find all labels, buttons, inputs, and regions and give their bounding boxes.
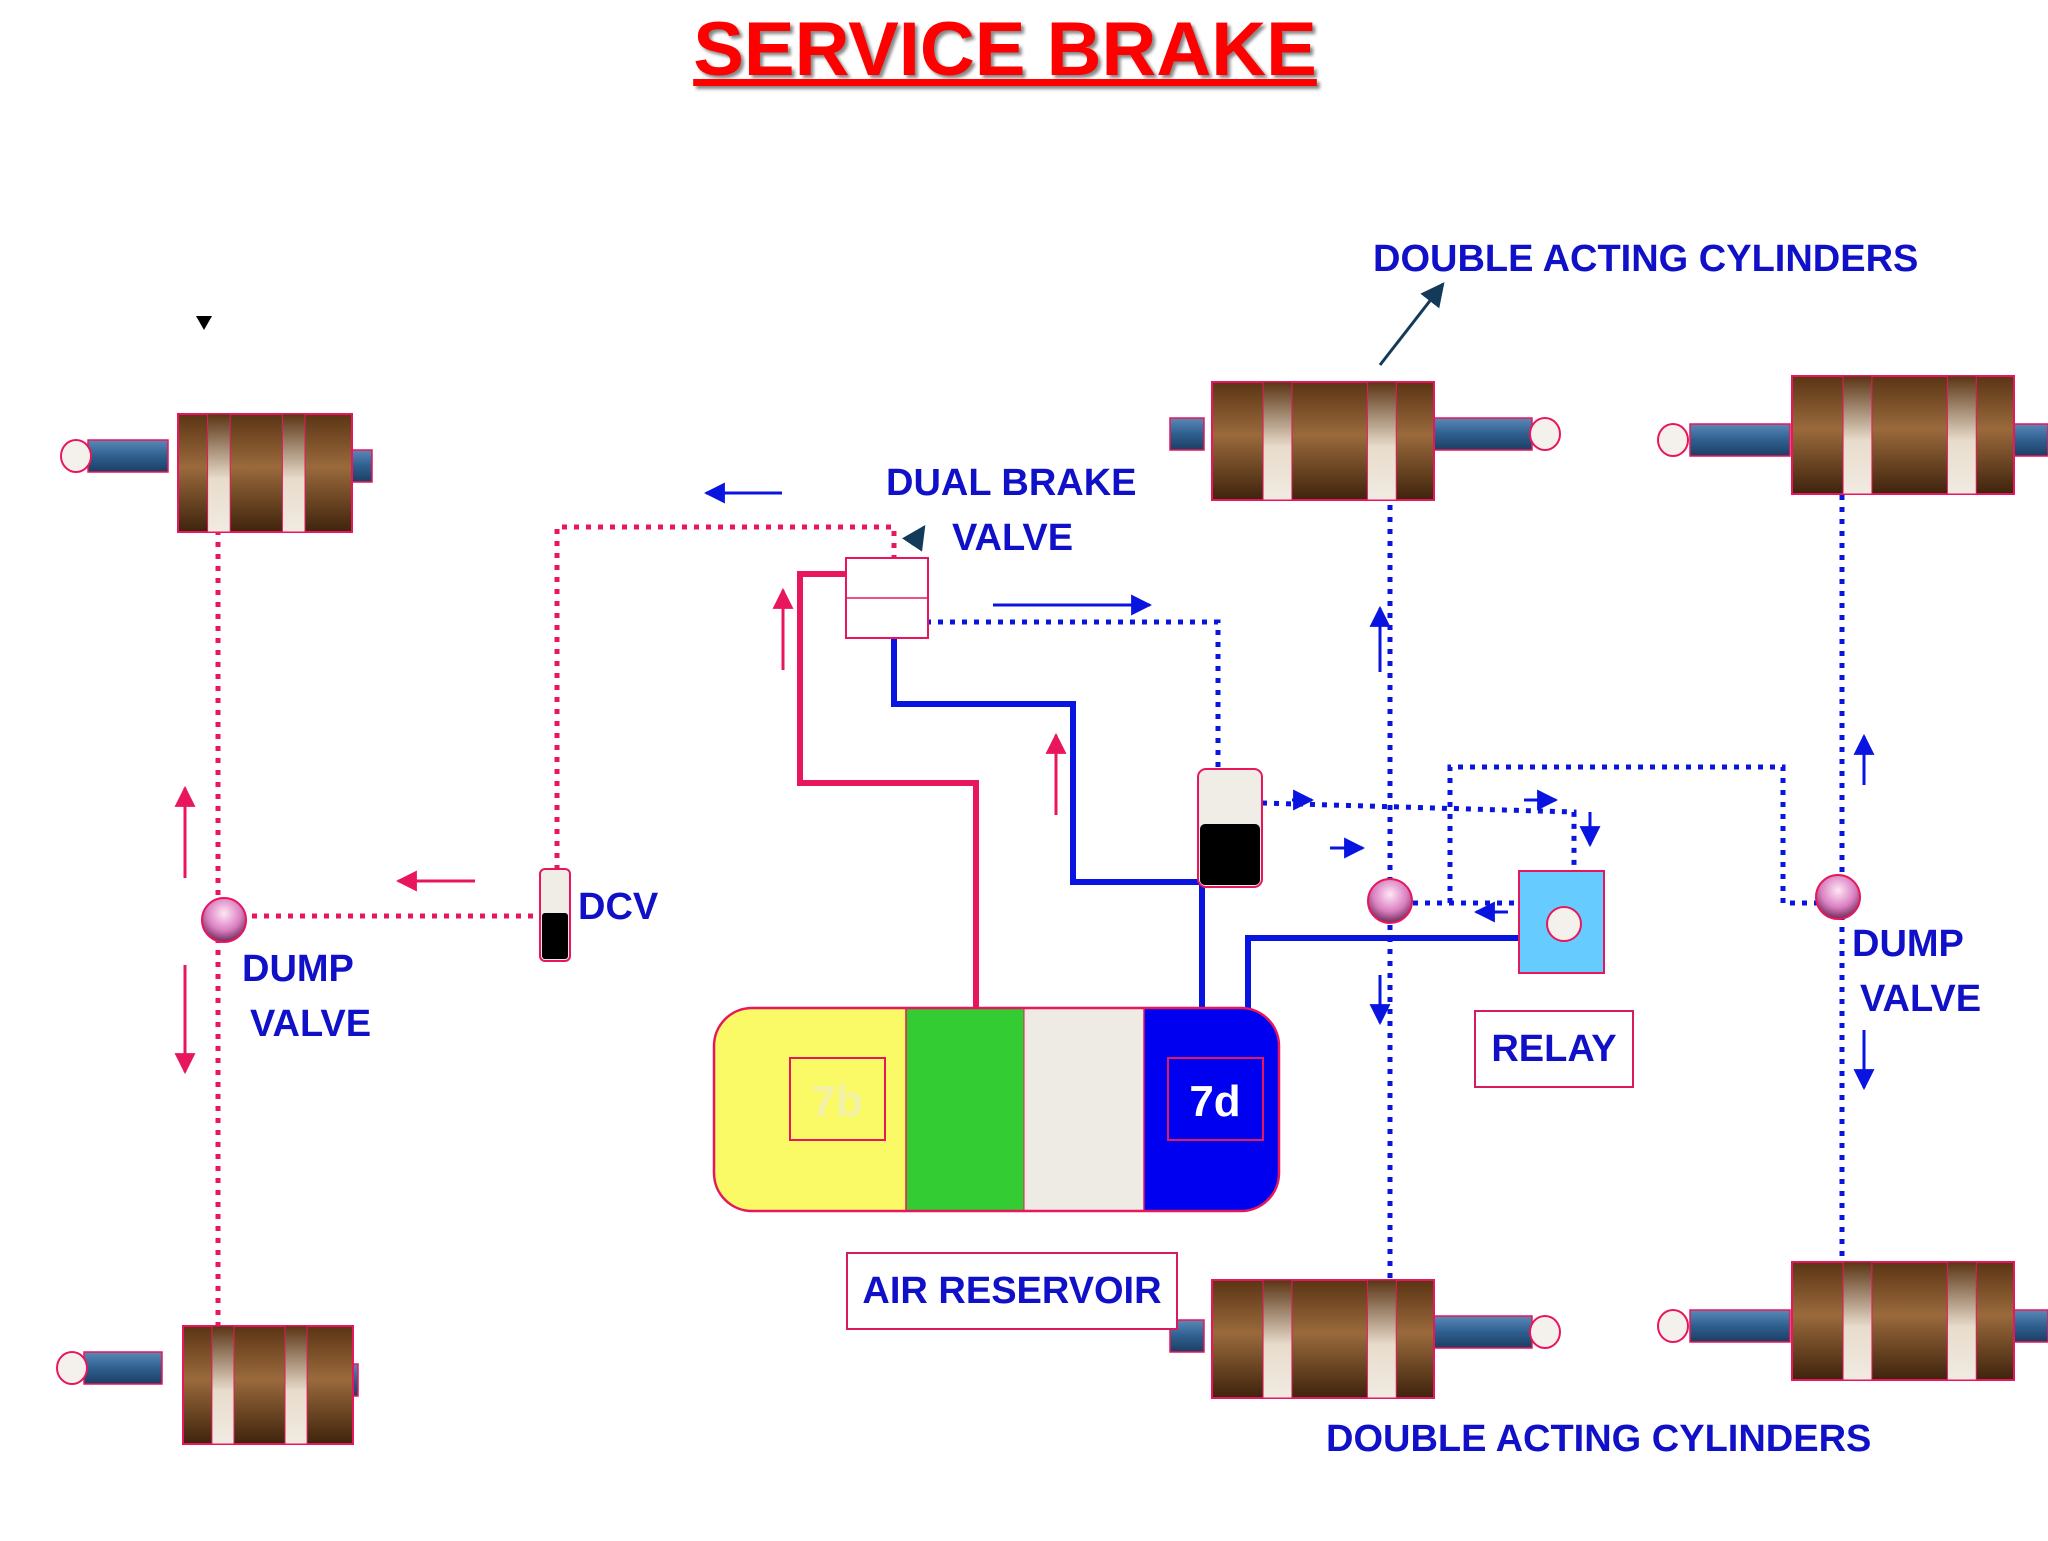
double-acting-cylinder-top-left bbox=[1169, 381, 1561, 501]
dump-valve-right bbox=[1815, 874, 1861, 920]
relay-valve bbox=[1518, 870, 1605, 974]
rod-stub bbox=[1169, 417, 1205, 451]
rod-stub bbox=[2013, 423, 2048, 457]
page-title: SERVICE BRAKE bbox=[693, 7, 1317, 92]
dump-valve-left-label-line1: DUMP bbox=[242, 948, 354, 990]
rear-left-brake-cylinder bbox=[56, 1325, 359, 1445]
cylinder-band bbox=[281, 413, 306, 533]
dcv-valve-rear bbox=[1197, 768, 1263, 888]
cylinder-body bbox=[1791, 1261, 2015, 1381]
double-acting-cylinder-bottom-right bbox=[1657, 1261, 2048, 1381]
double-acting-cylinders-bottom-label: DOUBLE ACTING CYLINDERS bbox=[1326, 1418, 1872, 1460]
double-acting-cylinder-top-right bbox=[1657, 375, 2048, 495]
cylinder-band bbox=[207, 413, 231, 533]
piston-rod bbox=[1689, 423, 1791, 457]
cylinder-band bbox=[1946, 1261, 1977, 1381]
tank-7b-label: 7b bbox=[811, 1077, 862, 1126]
cylinder-band bbox=[284, 1325, 308, 1445]
air-reservoir-tank: 7b 7d bbox=[712, 1006, 1281, 1213]
dump-valve-center bbox=[1367, 878, 1413, 924]
dump-valve-left-label-line2: VALVE bbox=[250, 1003, 372, 1045]
relay-label: RELAY bbox=[1474, 1010, 1634, 1088]
piston-rod bbox=[1431, 417, 1533, 451]
dump-valve-left bbox=[201, 897, 247, 943]
cylinder-body bbox=[1211, 381, 1435, 501]
dual-brake-valve bbox=[845, 557, 929, 639]
cylinder-band bbox=[1262, 1279, 1293, 1399]
air-reservoir-label: AIR RESERVOIR bbox=[846, 1252, 1178, 1330]
piston-rod bbox=[1431, 1315, 1533, 1349]
cylinder-band bbox=[1842, 375, 1873, 495]
rod-end-eye bbox=[1529, 417, 1561, 451]
cylinder-band bbox=[1262, 381, 1293, 501]
cylinder-body bbox=[1791, 375, 2015, 495]
rod-stub bbox=[2013, 1309, 2048, 1343]
cylinder-body bbox=[177, 413, 353, 533]
piston-rod bbox=[87, 439, 169, 473]
cylinder-band bbox=[1946, 375, 1977, 495]
cylinder-band bbox=[1366, 1279, 1397, 1399]
dcv-label: DCV bbox=[578, 886, 659, 928]
dump-valve-right-label-line2: VALVE bbox=[1860, 978, 1982, 1020]
rod-end-eye bbox=[1657, 1309, 1689, 1343]
piston-rod bbox=[1689, 1309, 1791, 1343]
flow-arrows bbox=[174, 282, 1875, 1091]
double-acting-cylinders-top-label: DOUBLE ACTING CYLINDERS bbox=[1373, 238, 1919, 280]
rod-end-eye bbox=[56, 1351, 88, 1385]
dcv-valve-front bbox=[539, 868, 571, 962]
double-acting-cylinder-bottom-left bbox=[1169, 1279, 1561, 1399]
cylinder-body bbox=[182, 1325, 354, 1445]
dump-valve-right-label-line1: DUMP bbox=[1852, 923, 1964, 965]
cylinder-body bbox=[1211, 1279, 1435, 1399]
front-left-brake-cylinder bbox=[60, 413, 373, 533]
rod-end-eye bbox=[1529, 1315, 1561, 1349]
piston-rod bbox=[83, 1351, 163, 1385]
tank-7d-label: 7d bbox=[1189, 1077, 1240, 1126]
dual-brake-valve-label-line1: DUAL BRAKE bbox=[886, 462, 1137, 504]
cylinder-band bbox=[1842, 1261, 1873, 1381]
rod-end-eye bbox=[60, 439, 92, 473]
cylinder-band bbox=[211, 1325, 235, 1445]
dual-brake-valve-label-line2: VALVE bbox=[952, 517, 1074, 559]
rod-end-eye bbox=[1657, 423, 1689, 457]
cylinder-band bbox=[1366, 381, 1397, 501]
